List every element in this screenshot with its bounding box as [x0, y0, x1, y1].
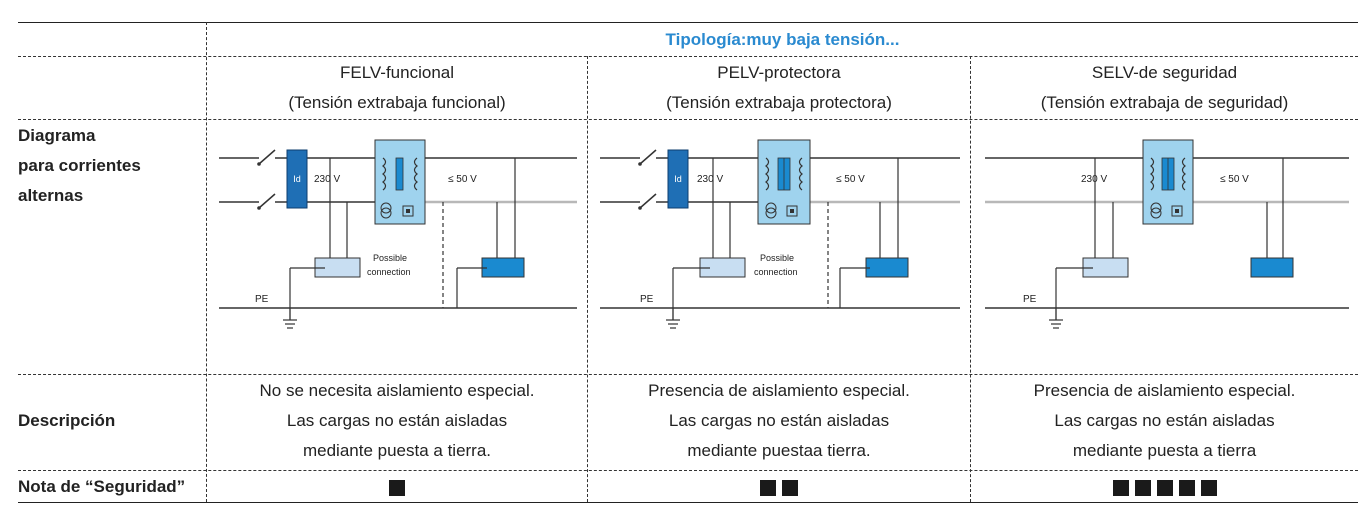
svg-text:PE: PE [1023, 294, 1037, 305]
description-pelv: Presencia de aislamiento especial. Las c… [648, 381, 910, 460]
safety-square [1200, 480, 1217, 496]
subheader-divider [18, 119, 1358, 120]
safety-square [1156, 480, 1173, 496]
svg-text:≤ 50 V: ≤ 50 V [1220, 174, 1249, 185]
svg-text:PE: PE [640, 294, 654, 305]
diagram-felv: Id 230 V ≤ 50 V Possible connection PE [219, 139, 577, 329]
load [1250, 257, 1294, 278]
switch-contact [258, 149, 276, 165]
diagram-pelv: Id 230 V ≤ 50 V Possible connection PE [600, 139, 960, 329]
svg-text:230 V: 230 V [1081, 174, 1107, 185]
header-divider [18, 56, 1358, 57]
id-label: Id [674, 174, 682, 184]
svg-text:Possible: Possible [373, 253, 407, 263]
column-subtitle: (Tensión extrabaja protectora) [666, 93, 892, 112]
safety-square [1134, 480, 1151, 496]
differential-breaker [286, 149, 308, 209]
switch-contact [639, 193, 657, 209]
column-name: PELV-protectora [717, 63, 841, 82]
switch-contact [258, 193, 276, 209]
col-separator-1 [587, 56, 588, 502]
row-label-description: Descripción [18, 411, 116, 430]
safety-square [1178, 480, 1195, 496]
id-label: Id [293, 174, 301, 184]
svg-text:≤ 50 V: ≤ 50 V [836, 174, 865, 185]
safety-rating-felv [207, 478, 587, 498]
svg-text:230 V: 230 V [697, 174, 723, 185]
safety-square [389, 480, 405, 496]
description-selv: Presencia de aislamiento especial. Las c… [1033, 381, 1296, 460]
col-separator-label [206, 22, 207, 502]
svg-text:Possible: Possible [760, 253, 794, 263]
table-title: Tipología:muy baja tensión... [665, 30, 900, 49]
differential-breaker [667, 149, 689, 209]
safety-rating-pelv [588, 478, 970, 498]
safety-rating-selv [971, 478, 1358, 498]
description-felv: No se necesita aislamiento especial. Las… [259, 381, 535, 460]
safety-square [760, 480, 776, 496]
svg-text:PE: PE [255, 294, 269, 305]
diagram-selv: 230 V ≤ 50 V PE [985, 139, 1349, 329]
column-name: FELV-funcional [339, 63, 455, 82]
safety-square [782, 480, 798, 496]
svg-text:connection: connection [754, 267, 798, 277]
row-label-diagram: Diagrama para corrientes alternas [18, 126, 141, 205]
column-name: SELV-de seguridad [1091, 63, 1238, 82]
load [865, 257, 909, 278]
row-label-safety: Nota de “Seguridad” [18, 477, 186, 496]
load [481, 257, 525, 278]
column-heading-selv: SELV-de seguridad (Tensión extrabaja de … [971, 58, 1358, 118]
col-separator-2 [970, 56, 971, 502]
svg-text:230 V: 230 V [314, 174, 340, 185]
svg-text:≤ 50 V: ≤ 50 V [448, 174, 477, 185]
column-subtitle: (Tensión extrabaja funcional) [288, 93, 506, 112]
bottom-rule [18, 502, 1358, 503]
safety-square [1112, 480, 1129, 496]
svg-text:connection: connection [367, 267, 411, 277]
column-heading-felv: FELV-funcional (Tensión extrabaja funcio… [207, 58, 587, 118]
column-heading-pelv: PELV-protectora (Tensión extrabaja prote… [588, 58, 970, 118]
description-divider [18, 470, 1358, 471]
column-subtitle: (Tensión extrabaja de seguridad) [1040, 93, 1289, 112]
switch-contact [639, 149, 657, 165]
top-rule [18, 22, 1358, 23]
diagram-divider [18, 374, 1358, 375]
